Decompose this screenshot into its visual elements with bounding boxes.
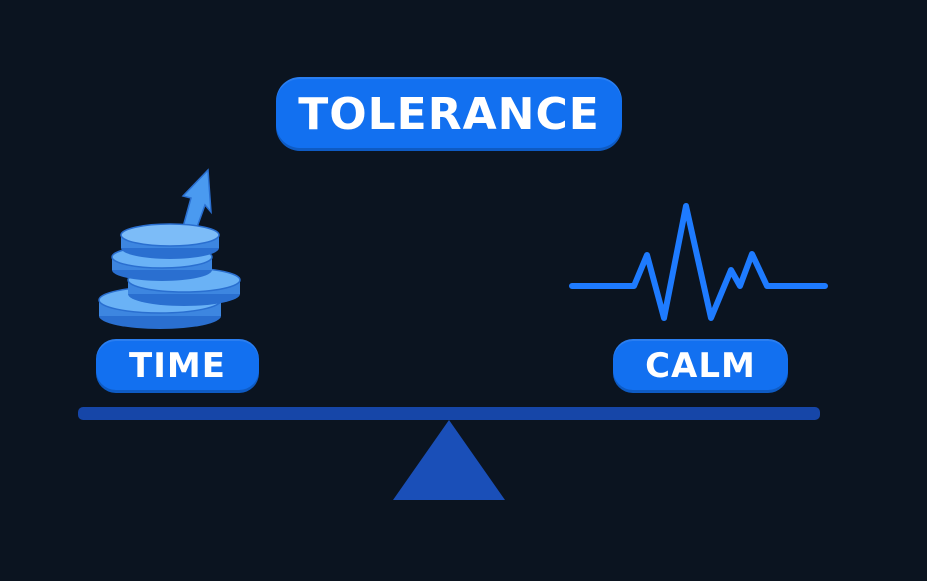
time-label-text: TIME: [129, 346, 226, 386]
title-pill: TOLERANCE: [276, 77, 622, 151]
heartbeat-pulse-icon: [569, 203, 828, 321]
calm-label-text: CALM: [645, 346, 756, 386]
coin: [120, 223, 220, 259]
balance-beam: [78, 407, 820, 420]
up-arrow-icon: [181, 168, 212, 231]
fulcrum-triangle: [393, 420, 505, 500]
coin-stack-with-up-arrow-icon: [98, 168, 241, 329]
coin: [127, 267, 241, 306]
calm-label-pill: CALM: [613, 339, 788, 393]
title-text: TOLERANCE: [298, 88, 600, 140]
time-label-pill: TIME: [96, 339, 259, 393]
